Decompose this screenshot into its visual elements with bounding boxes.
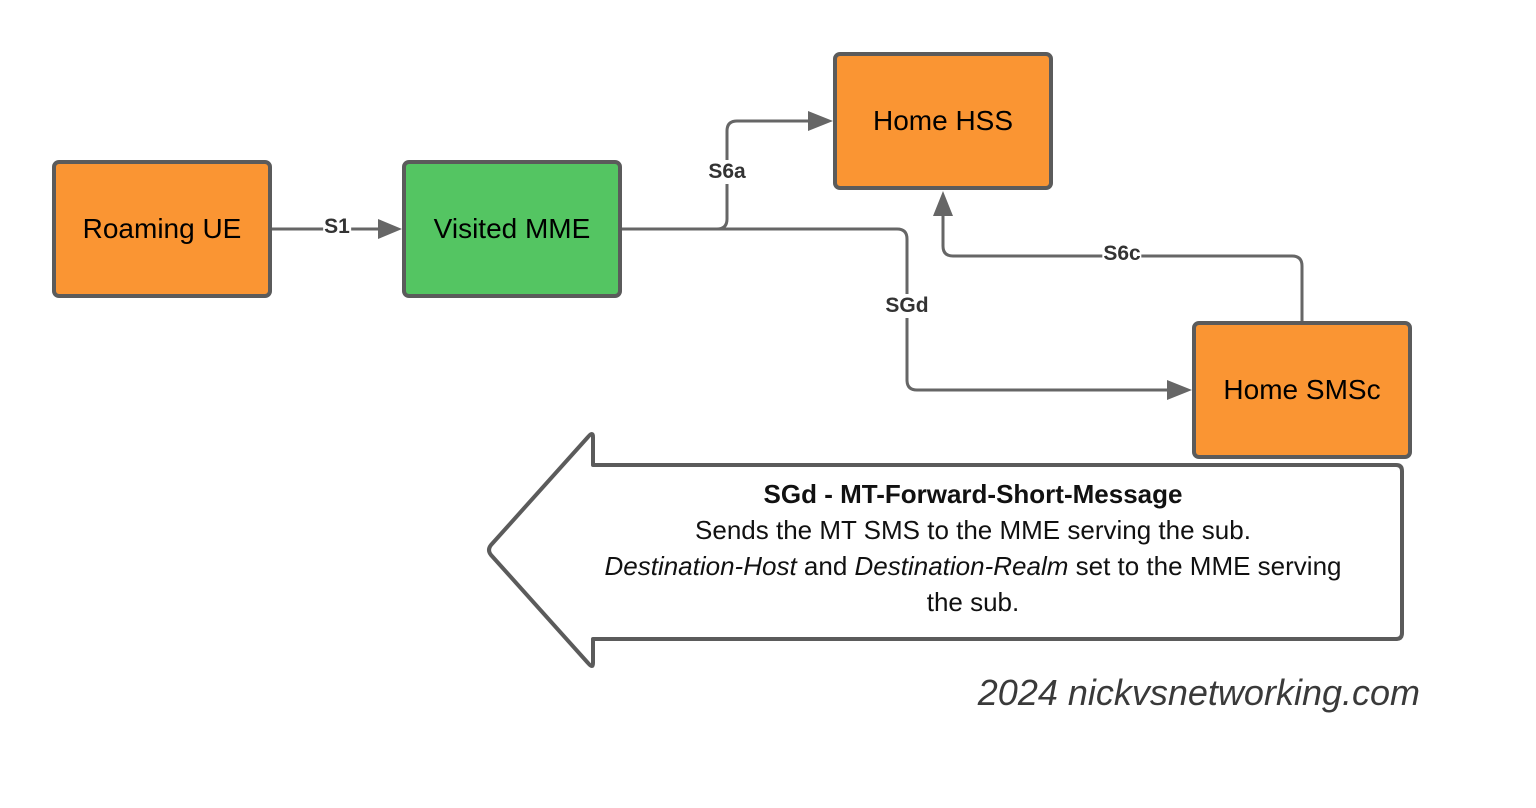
destination-line-tail: set to the MME serving xyxy=(1068,551,1342,581)
callout-final-line: the sub. xyxy=(926,587,1020,617)
edge-s6a-arrowhead xyxy=(808,111,833,131)
edge-label-s6c: S6c xyxy=(1102,242,1142,266)
node-label: Home HSS xyxy=(872,105,1014,136)
edge-label-s1: S1 xyxy=(323,215,351,239)
edge-sgd-arrowhead xyxy=(1167,380,1192,400)
node-label: Visited MME xyxy=(433,213,591,244)
callout-arrow-shape xyxy=(487,432,1404,668)
edge-s6c-arrowhead xyxy=(933,191,953,216)
watermark: 2024 nickvsnetworking.com xyxy=(977,672,1420,713)
callout-title: SGd - MT-Forward-Short-Message xyxy=(763,479,1183,509)
destination-realm-term: Destination-Realm xyxy=(854,551,1069,581)
destination-host-term: Destination-Host xyxy=(604,551,797,581)
edge-label-s6a: S6a xyxy=(707,160,747,184)
node-home-hss: Home HSS xyxy=(833,52,1053,190)
callout-description: Sends the MT SMS to the MME serving the … xyxy=(695,515,1251,545)
callout-text: SGd - MT-Forward-Short-Message Sends the… xyxy=(528,476,1418,620)
edge-label-sgd: SGd xyxy=(884,294,930,318)
and-word: and xyxy=(796,551,855,581)
callout-destination-line: Destination-Host and Destination-Realm s… xyxy=(528,548,1418,584)
node-label: Home SMSc xyxy=(1223,374,1381,405)
node-home-smsc: Home SMSc xyxy=(1192,321,1412,459)
node-roaming-ue: Roaming UE xyxy=(52,160,272,298)
node-label: Roaming UE xyxy=(82,213,242,244)
edge-s1-arrowhead xyxy=(378,219,402,239)
node-visited-mme: Visited MME xyxy=(402,160,622,298)
edge-s6c xyxy=(941,214,1304,321)
